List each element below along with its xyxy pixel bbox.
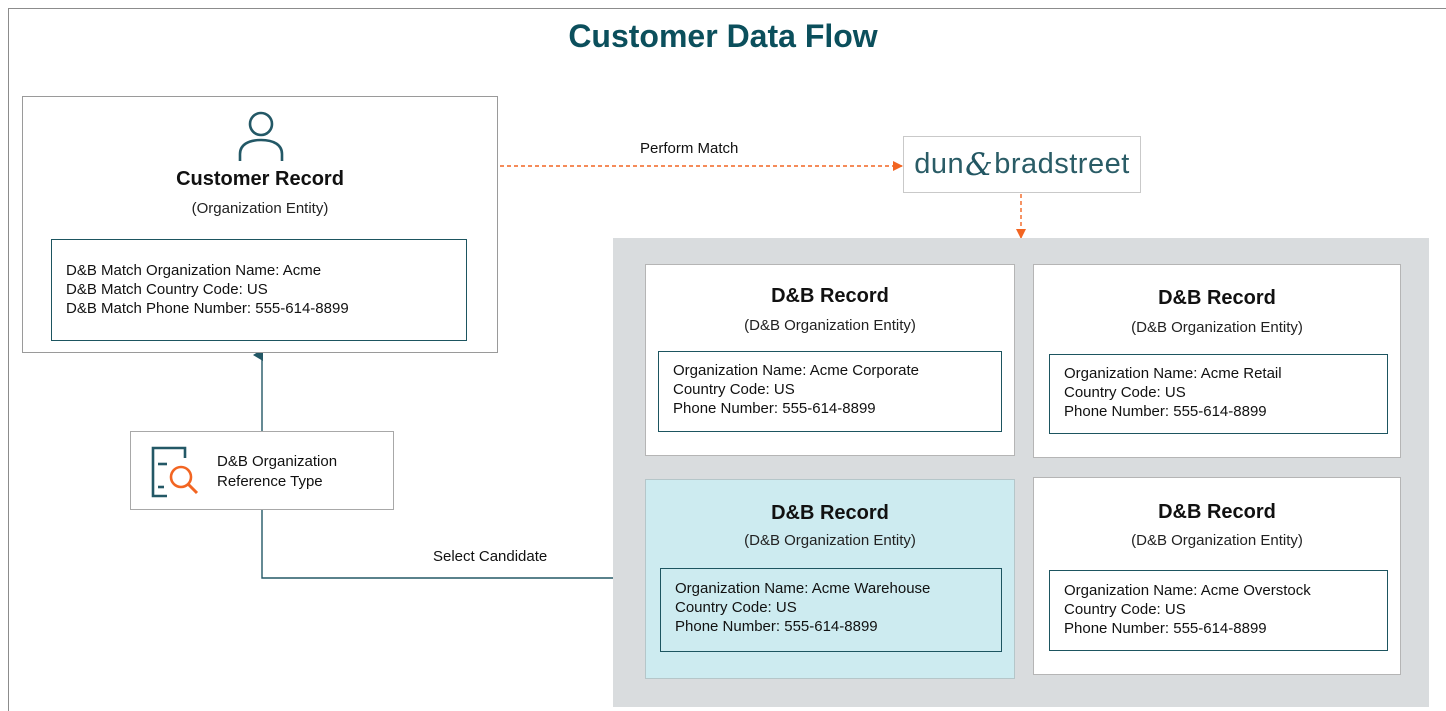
phone-number-field: Phone Number: 555-614-8899 [1064,403,1267,420]
dnb-logo-right: bradstreet [994,148,1130,180]
reference-type-line1: D&B Organization [217,453,338,470]
dnb-record-details: Organization Name: Acme Retail Country C… [1049,354,1388,434]
customer-record-card: Customer Record (Organization Entity) D&… [22,96,498,353]
dnb-record-details: Organization Name: Acme Corporate Countr… [658,351,1002,432]
match-country-field: D&B Match Country Code: US [66,281,268,298]
org-name-field: Organization Name: Acme Warehouse [675,580,931,597]
dnb-record-details: Organization Name: Acme Warehouse Countr… [660,568,1002,652]
dnb-record-card[interactable]: D&B Record (D&B Organization Entity) Org… [1033,477,1401,675]
dnb-record-card[interactable]: D&B Record (D&B Organization Entity) Org… [1033,264,1401,458]
phone-number-field: Phone Number: 555-614-8899 [673,400,876,417]
dnb-record-card-selected[interactable]: D&B Record (D&B Organization Entity) Org… [645,479,1015,679]
dnb-record-subtitle: (D&B Organization Entity) [744,317,916,334]
reference-type-line2: Reference Type [217,473,323,490]
dnb-record-title: D&B Record [1158,501,1276,523]
match-phone-field: D&B Match Phone Number: 555-614-8899 [66,300,349,317]
dnb-logo: dun&bradstreet [903,136,1141,193]
person-icon [238,111,284,161]
country-code-field: Country Code: US [1064,384,1186,401]
customer-record-subtitle: (Organization Entity) [191,200,329,217]
dnb-record-title: D&B Record [771,502,889,524]
dnb-record-title: D&B Record [771,285,889,307]
org-name-field: Organization Name: Acme Retail [1064,365,1282,382]
dnb-record-subtitle: (D&B Organization Entity) [744,532,916,549]
country-code-field: Country Code: US [673,381,795,398]
phone-number-field: Phone Number: 555-614-8899 [675,618,878,635]
dnb-logo-amp: & [965,146,994,183]
perform-match-label: Perform Match [640,140,739,157]
dnb-record-title: D&B Record [1158,287,1276,309]
reference-type-card: D&B Organization Reference Type [130,431,394,510]
dnb-record-subtitle: (D&B Organization Entity) [1131,532,1303,549]
dnb-record-card[interactable]: D&B Record (D&B Organization Entity) Org… [645,264,1015,456]
country-code-field: Country Code: US [1064,601,1186,618]
diagram-frame [8,8,1446,711]
select-candidate-connector [261,510,645,579]
org-name-field: Organization Name: Acme Overstock [1064,582,1311,599]
diagram-title: Customer Data Flow [568,18,878,54]
country-code-field: Country Code: US [675,599,797,616]
phone-number-field: Phone Number: 555-614-8899 [1064,620,1267,637]
dnb-logo-left: dun [914,148,965,180]
customer-record-title: Customer Record [176,168,344,190]
document-search-icon [151,446,199,498]
dnb-record-details: Organization Name: Acme Overstock Countr… [1049,570,1388,651]
dnb-record-subtitle: (D&B Organization Entity) [1131,319,1303,336]
customer-match-details: D&B Match Organization Name: Acme D&B Ma… [51,239,467,341]
select-candidate-label: Select Candidate [433,548,548,565]
match-name-field: D&B Match Organization Name: Acme [66,262,322,279]
org-name-field: Organization Name: Acme Corporate [673,362,919,379]
